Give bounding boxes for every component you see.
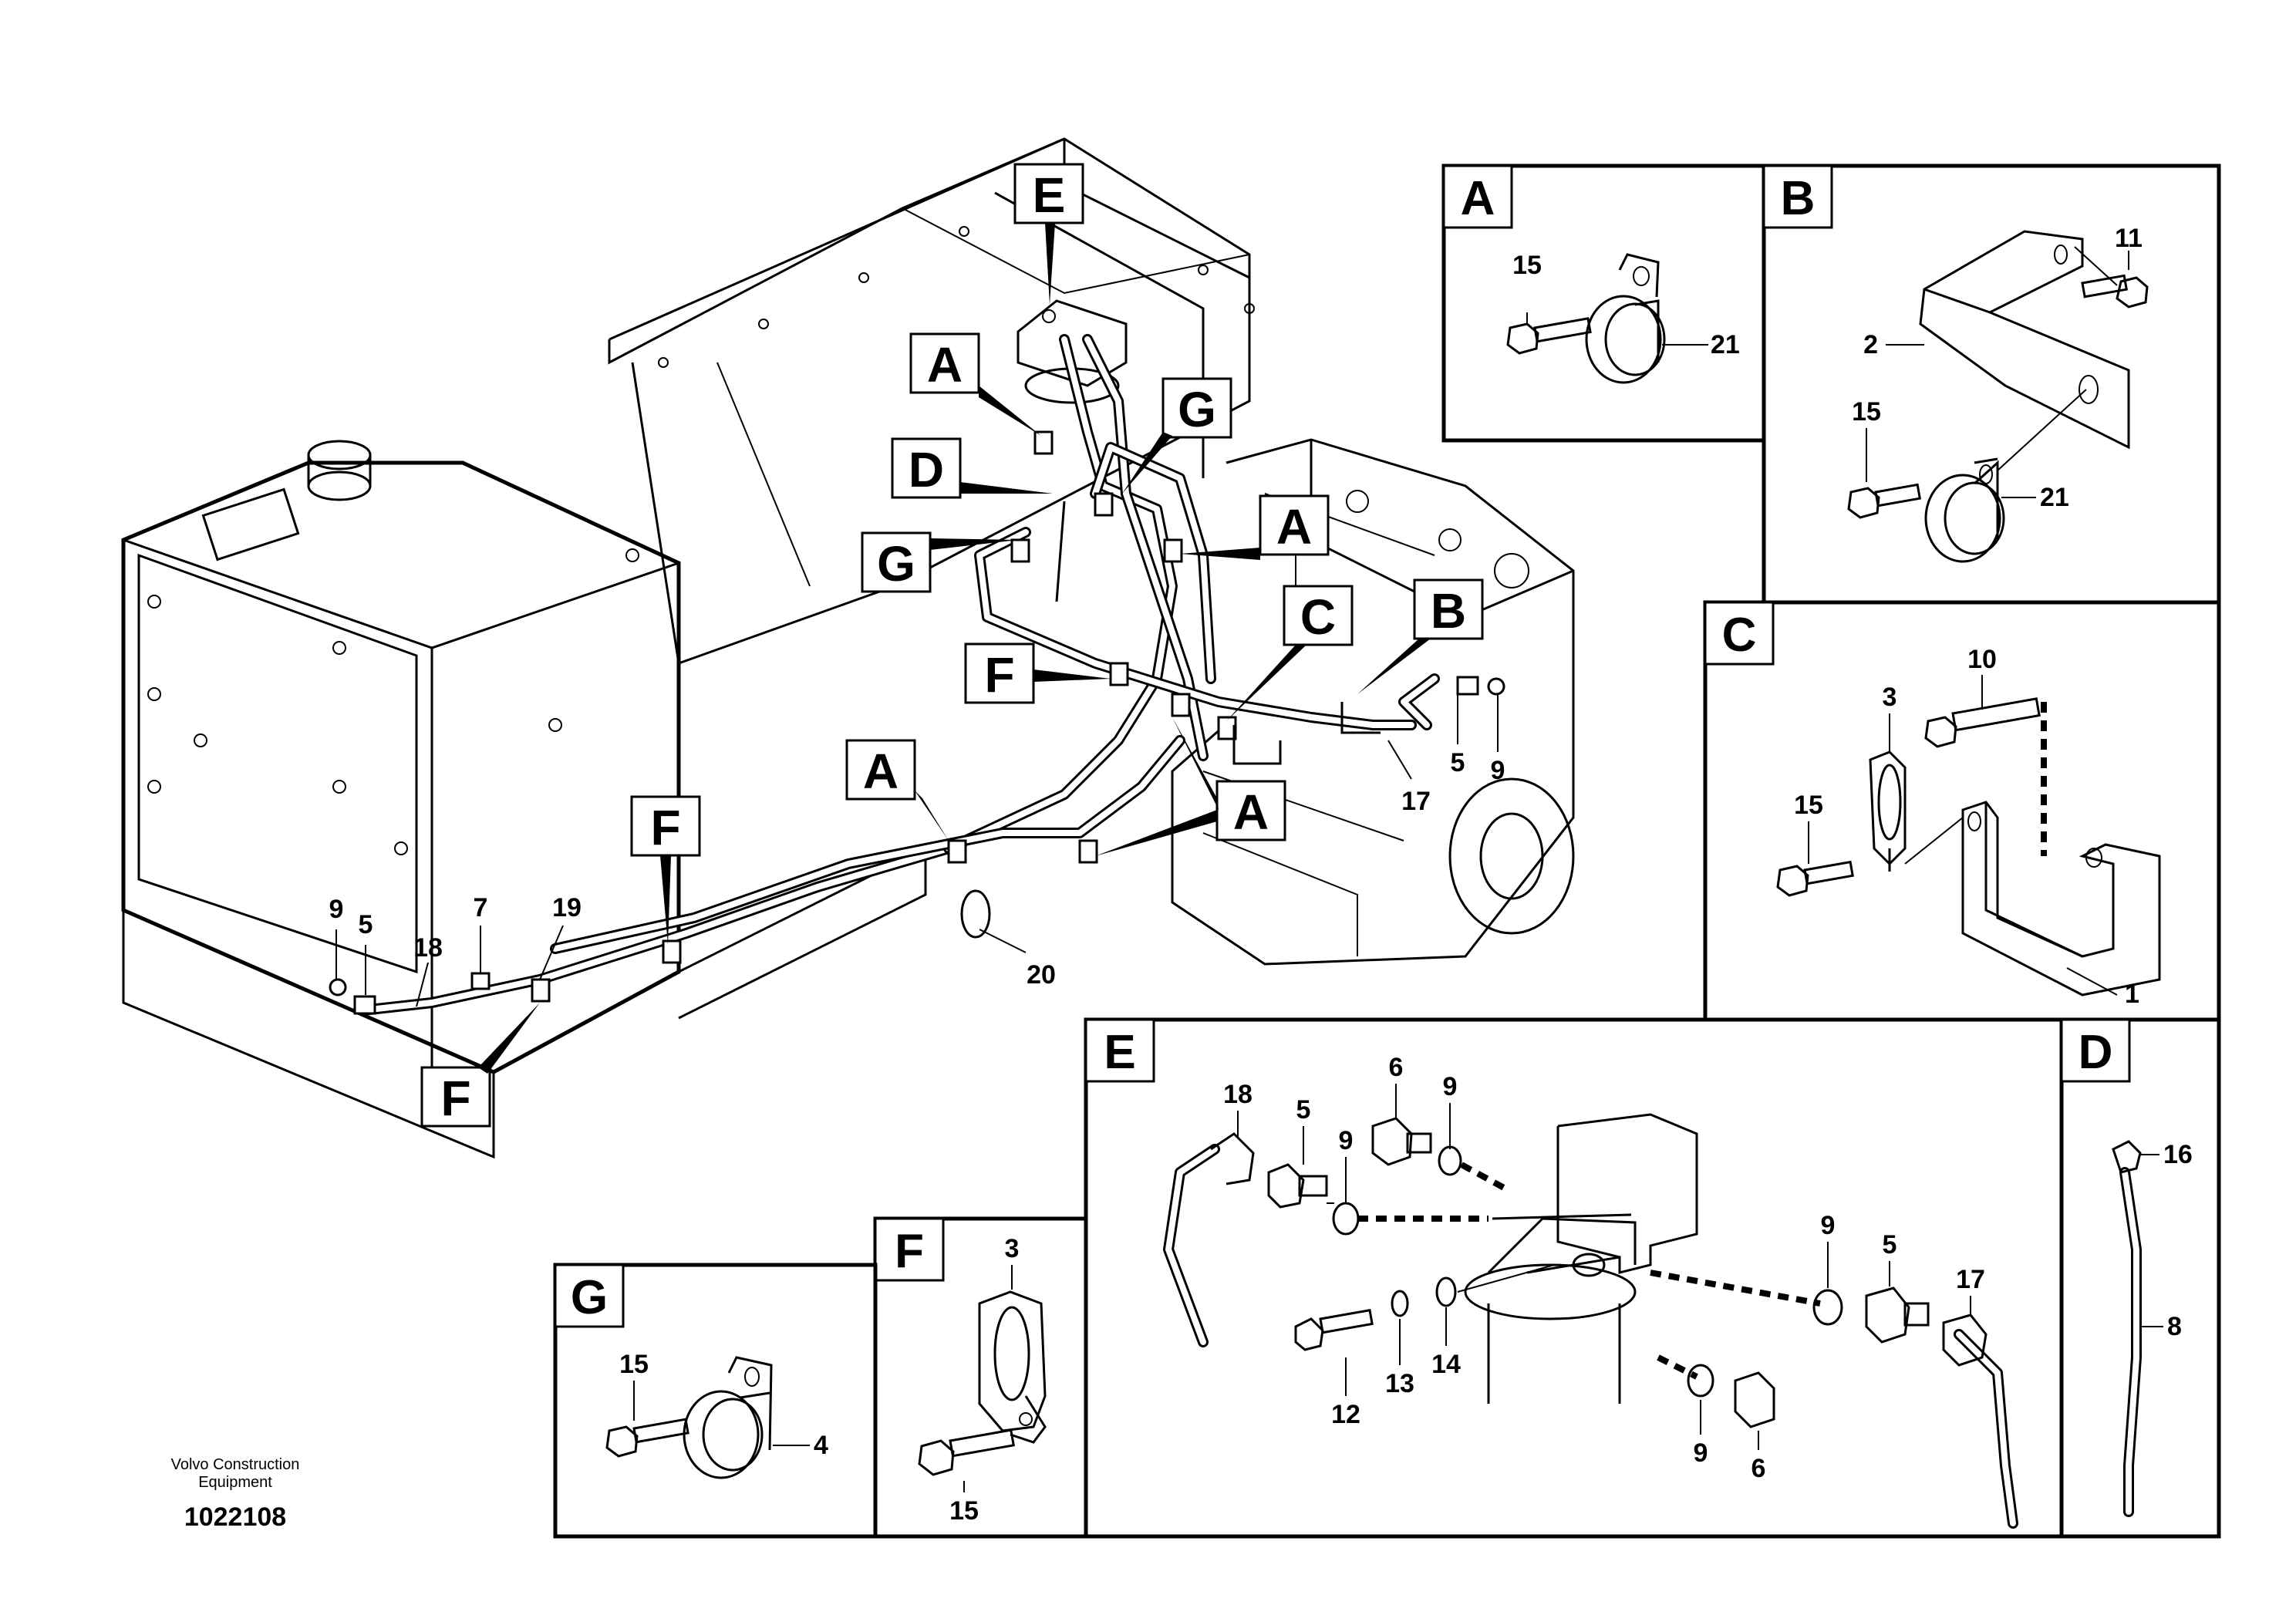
callout-c: C xyxy=(1300,589,1336,645)
main-part-19: 19 xyxy=(552,893,582,922)
callout-a-lower-right: A xyxy=(1233,784,1269,840)
detail-c-part-1: 1 xyxy=(2125,980,2139,1009)
callout-f-left-lower: F xyxy=(440,1071,470,1126)
main-part-5-left: 5 xyxy=(359,910,373,939)
detail-d-part-8: 8 xyxy=(2167,1312,2182,1341)
callout-a-lower: A xyxy=(863,744,899,799)
callout-a-top: A xyxy=(927,337,963,393)
main-view: E A G D A G C xyxy=(121,137,1575,1159)
detail-a-letter: A xyxy=(1461,172,1495,225)
detail-b-part-11: 11 xyxy=(2115,224,2143,253)
main-part-numbers: 5 9 17 9 5 7 19 18 20 xyxy=(329,694,1505,1007)
detail-f-part-3: 3 xyxy=(1005,1234,1020,1263)
detail-panel-c: C 10 3 15 1 xyxy=(1703,600,2221,1022)
detail-e-part-9-top: 9 xyxy=(1443,1072,1458,1101)
detail-a-part-15: 15 xyxy=(1512,251,1542,280)
detail-panel-e: E xyxy=(1084,1017,2064,1539)
detail-b-part-2: 2 xyxy=(1863,330,1878,359)
detail-panel-a: A 15 21 xyxy=(1441,164,1766,443)
detail-c-part-15: 15 xyxy=(1794,791,1823,820)
main-part-9-right: 9 xyxy=(1491,756,1505,785)
detail-e-part-9-bottom: 9 xyxy=(1694,1438,1708,1468)
fuel-hoses xyxy=(357,334,1440,1016)
engine xyxy=(1171,438,1575,966)
detail-e-part-14: 14 xyxy=(1431,1350,1461,1379)
main-part-5-right: 5 xyxy=(1451,748,1465,777)
callout-f-left-upper: F xyxy=(650,800,680,855)
main-fittings xyxy=(329,676,1505,1015)
detail-e-part-9-right: 9 xyxy=(1821,1211,1836,1240)
detail-e-part-6-top: 6 xyxy=(1389,1053,1404,1082)
callout-b: B xyxy=(1431,583,1466,639)
callout-d: D xyxy=(909,442,944,497)
main-part-18: 18 xyxy=(413,933,443,963)
hose-clamps xyxy=(531,430,1381,1003)
fuel-tank xyxy=(121,440,927,1159)
detail-e-part-13: 13 xyxy=(1385,1369,1414,1398)
main-callouts: E A G D A G C xyxy=(420,163,1484,1128)
main-part-9-left: 9 xyxy=(329,895,344,924)
callout-g-left: G xyxy=(877,536,915,592)
detail-e-part-17: 17 xyxy=(1956,1265,1985,1294)
main-part-17: 17 xyxy=(1401,787,1431,816)
company-name-line1: Volvo Construction xyxy=(171,1456,300,1473)
callout-g-top: G xyxy=(1178,382,1216,437)
callout-a-right: A xyxy=(1276,499,1312,555)
company-name-line2: Equipment xyxy=(198,1474,272,1491)
detail-d-part-16: 16 xyxy=(2163,1140,2193,1169)
detail-e-part-18: 18 xyxy=(1223,1080,1253,1109)
detail-d-letter: D xyxy=(2079,1026,2113,1079)
detail-c-part-3: 3 xyxy=(1883,683,1897,712)
detail-panel-b: B 11 2 15 21 xyxy=(1762,164,2221,605)
detail-e-part-5-right: 5 xyxy=(1883,1230,1897,1259)
detail-panel-g: G 15 4 xyxy=(553,1263,878,1539)
detail-panel-d: D 16 8 xyxy=(2059,1017,2221,1539)
drawing-id: 1022108 xyxy=(184,1502,286,1532)
detail-b-part-21: 21 xyxy=(2040,483,2069,512)
footer: Volvo Construction Equipment 1022108 xyxy=(171,1456,300,1532)
detail-g-part-15: 15 xyxy=(619,1350,649,1379)
detail-g-part-4: 4 xyxy=(814,1431,828,1460)
detail-a-part-21: 21 xyxy=(1711,330,1740,359)
detail-e-part-12: 12 xyxy=(1331,1400,1360,1429)
main-part-20: 20 xyxy=(1027,960,1056,990)
detail-c-part-10: 10 xyxy=(1967,645,1997,674)
detail-e-letter: E xyxy=(1104,1026,1135,1079)
detail-e-part-5-left: 5 xyxy=(1296,1095,1311,1125)
callout-f-mid: F xyxy=(984,647,1014,703)
detail-f-letter: F xyxy=(895,1225,924,1278)
main-part-7: 7 xyxy=(474,893,488,922)
detail-c-letter: C xyxy=(1722,609,1757,662)
detail-b-part-15: 15 xyxy=(1852,397,1881,427)
detail-f-part-15: 15 xyxy=(949,1496,979,1526)
detail-e-part-6-bottom: 6 xyxy=(1752,1454,1766,1483)
detail-e-part-9-mid: 9 xyxy=(1339,1126,1354,1155)
callout-e: E xyxy=(1033,167,1066,223)
detail-b-letter: B xyxy=(1781,172,1816,225)
detail-panel-f: F 3 15 xyxy=(873,1216,1088,1539)
detail-g-letter: G xyxy=(571,1271,608,1324)
